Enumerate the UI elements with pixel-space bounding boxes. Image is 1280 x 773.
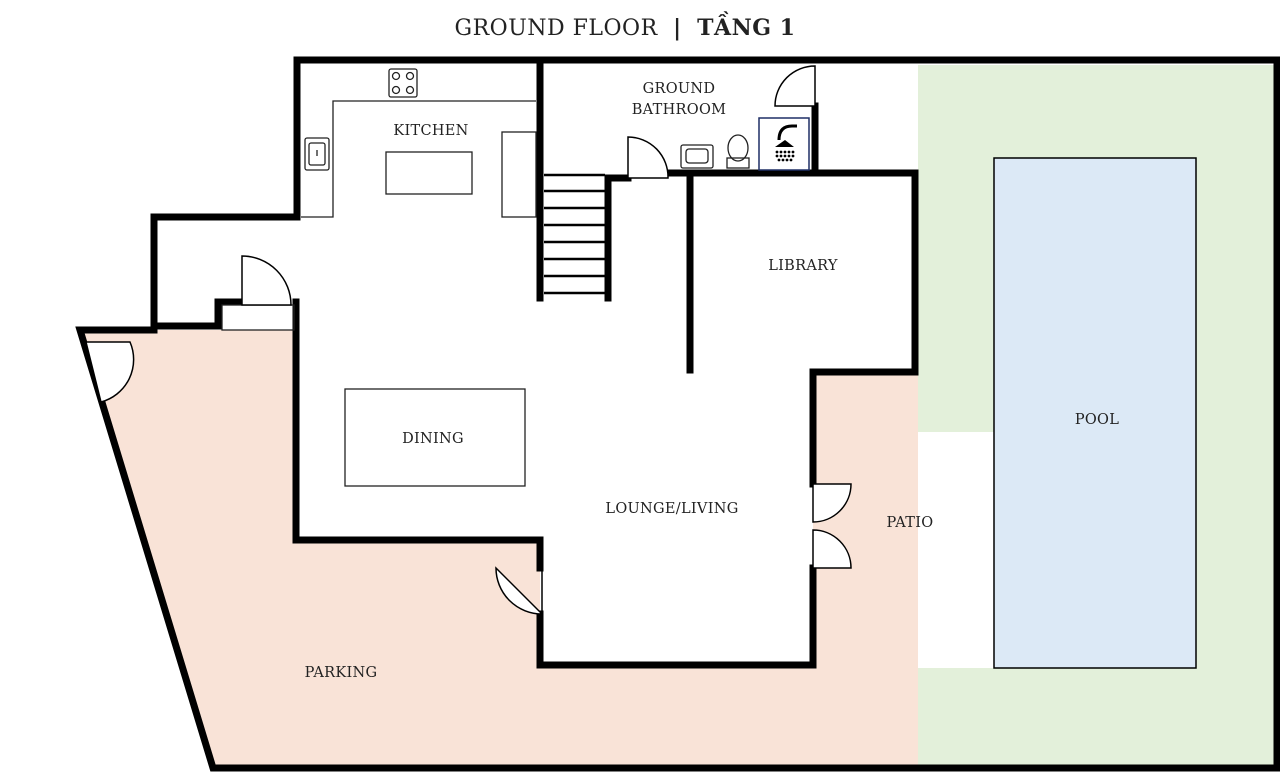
south-door: [495, 566, 543, 616]
patio-door-lower: [812, 529, 852, 569]
bathroom-label-line2: BATHROOM: [632, 102, 727, 118]
north-wall: [293, 56, 922, 221]
shower-icon: [758, 117, 810, 171]
floor-title: GROUND FLOOR | TẦNG 1: [455, 11, 796, 41]
kitchen-entry-door: [241, 255, 292, 306]
parking-area: [80, 330, 918, 765]
lounge-east-wall: [806, 169, 919, 488]
south-wall: [292, 298, 544, 572]
lounge-south-wall: [536, 564, 817, 669]
patio-door-upper: [812, 483, 852, 523]
staircase: [544, 173, 605, 295]
bathroom-entry-door: [774, 65, 816, 107]
library-label: LIBRARY: [768, 258, 838, 274]
patio-label: PATIO: [887, 515, 934, 531]
parking-label: PARKING: [305, 665, 378, 681]
entry-step: [221, 304, 295, 331]
pool: [993, 157, 1197, 669]
bathroom-label-line1: GROUND: [643, 81, 716, 97]
floor-title-local: TẦNG 1: [697, 11, 795, 41]
bathroom-door: [627, 136, 669, 179]
kitchen-counter-outline: [301, 100, 536, 218]
kitchen-island: [385, 151, 473, 195]
parking-gate-door: [85, 341, 135, 403]
kitchen-label: KITCHEN: [393, 123, 468, 139]
dining-table: [344, 388, 526, 487]
outer-wall: [75, 56, 1280, 772]
bathroom-sink-icon: [680, 144, 714, 169]
kitchen-sink-icon: [304, 137, 330, 171]
entry-step-wall: [150, 298, 244, 330]
floor-title-separator: |: [673, 15, 682, 41]
floor-title-main: GROUND FLOOR: [455, 16, 659, 41]
pool-label: POOL: [1075, 412, 1119, 428]
toilet-icon: [726, 134, 750, 169]
dining-label: DINING: [402, 431, 464, 447]
lounge-label: LOUNGE/LIVING: [605, 501, 738, 517]
stove-icon: [388, 68, 418, 98]
kitchen-fridge: [501, 131, 537, 218]
west-wing-wall: [150, 213, 301, 330]
